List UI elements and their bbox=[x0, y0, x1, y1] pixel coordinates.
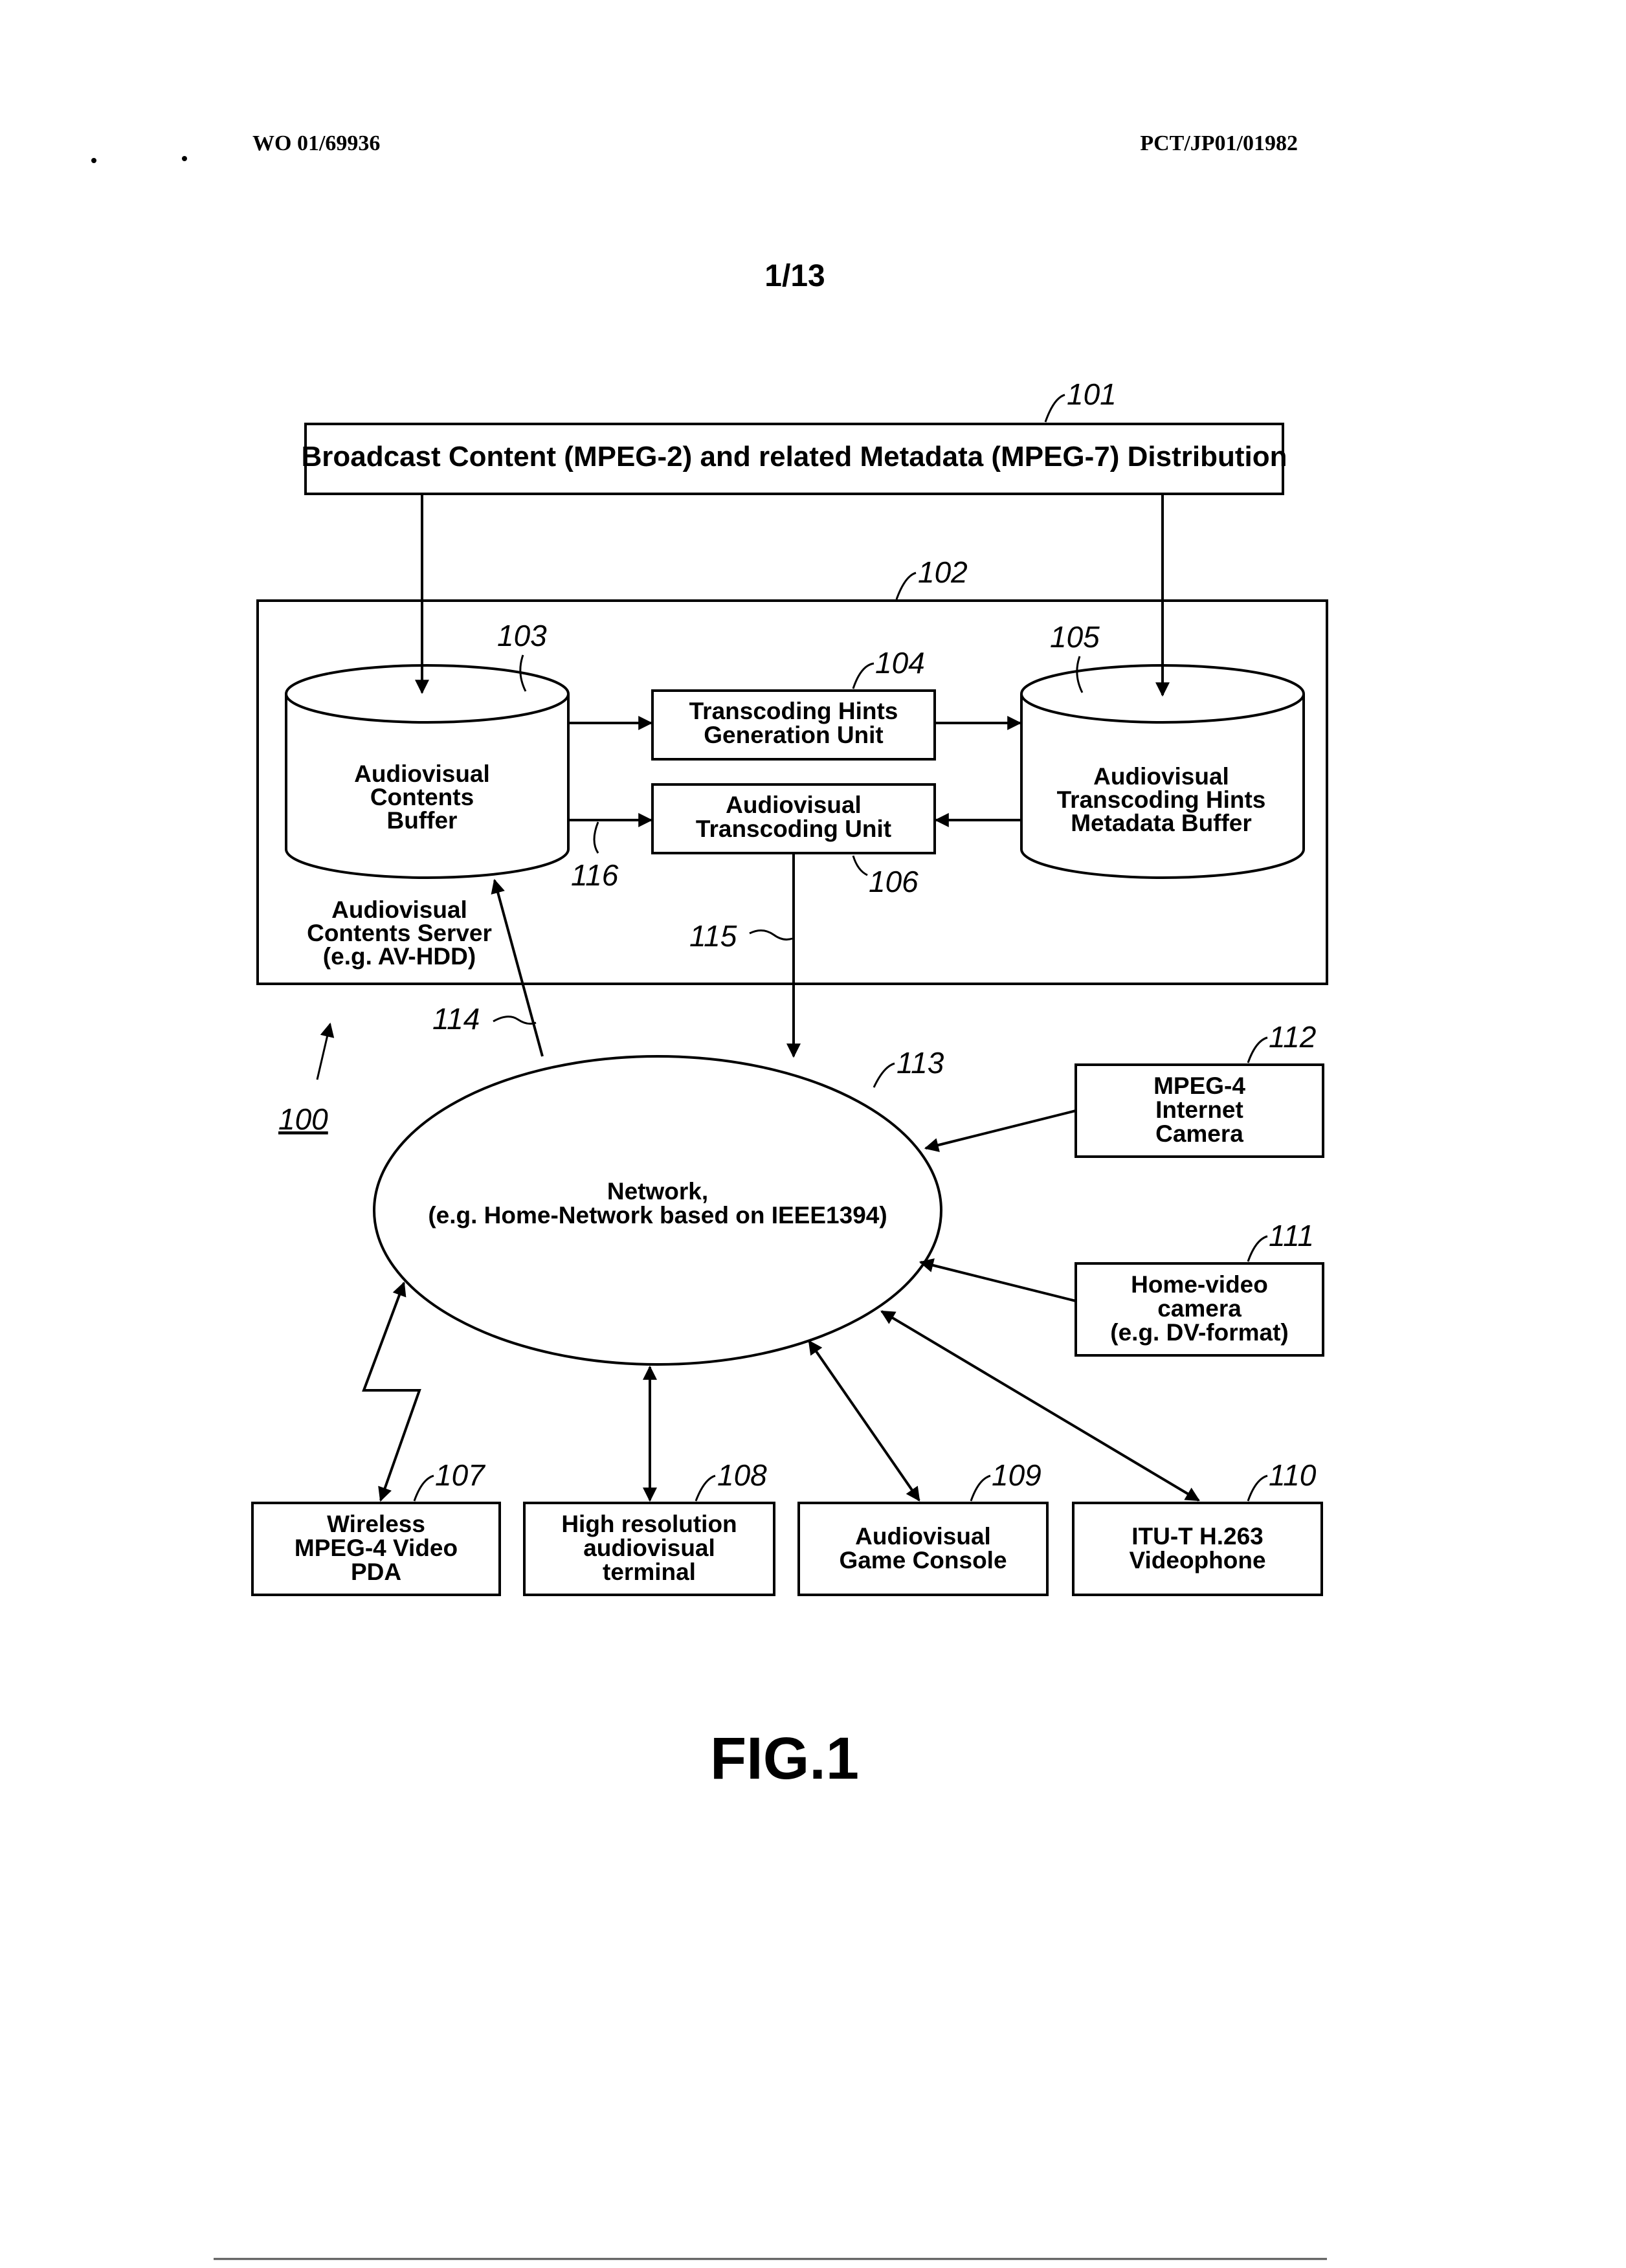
scan-speck bbox=[182, 156, 187, 161]
home-video-camera-label-2: camera bbox=[1157, 1295, 1242, 1322]
ref-leader-113 bbox=[874, 1063, 895, 1087]
hints-buffer-label-3: Metadata Buffer bbox=[1071, 810, 1252, 836]
ref-leader-107 bbox=[414, 1476, 434, 1501]
hires-terminal-label-2: audiovisual bbox=[583, 1535, 715, 1561]
videophone-label-1: ITU-T H.263 bbox=[1131, 1523, 1264, 1550]
server-label-3: (e.g. AV-HDD) bbox=[323, 943, 476, 970]
hints-buffer-label-2: Transcoding Hints bbox=[1057, 786, 1266, 813]
ref-104: 104 bbox=[875, 646, 925, 680]
transcoding-unit-label-2: Transcoding Unit bbox=[696, 816, 891, 842]
application-number: PCT/JP01/01982 bbox=[1140, 131, 1298, 155]
arrow-internet-camera-to-network bbox=[926, 1111, 1076, 1148]
ref-leader-101 bbox=[1045, 395, 1065, 422]
ref-115: 115 bbox=[689, 919, 737, 953]
network-label-1: Network, bbox=[607, 1178, 708, 1205]
home-video-camera-label-1: Home-video bbox=[1131, 1271, 1268, 1298]
ref-arrow-100 bbox=[317, 1024, 330, 1080]
ref-leader-111 bbox=[1248, 1236, 1267, 1262]
videophone-label-2: Videophone bbox=[1129, 1547, 1265, 1573]
ref-leader-106 bbox=[853, 856, 867, 875]
scan-speck bbox=[91, 158, 96, 163]
network-label-2: (e.g. Home-Network based on IEEE1394) bbox=[428, 1202, 887, 1228]
ref-leader-102 bbox=[897, 573, 916, 599]
ref-leader-105 bbox=[1077, 656, 1082, 693]
ref-116: 116 bbox=[571, 858, 619, 892]
ref-111: 111 bbox=[1269, 1219, 1314, 1252]
ref-100: 100 bbox=[278, 1102, 328, 1136]
ref-101: 101 bbox=[1067, 377, 1117, 411]
game-console-label-2: Game Console bbox=[839, 1547, 1007, 1573]
server-label-2: Contents Server bbox=[307, 920, 492, 946]
ref-leader-110 bbox=[1248, 1476, 1267, 1501]
ref-110: 110 bbox=[1269, 1458, 1317, 1492]
ref-105: 105 bbox=[1050, 620, 1100, 654]
ref-leader-112 bbox=[1248, 1038, 1267, 1063]
internet-camera-label-2: Internet bbox=[1155, 1096, 1243, 1123]
ref-103: 103 bbox=[497, 619, 547, 652]
wireless-link-pda-network bbox=[364, 1283, 419, 1500]
pda-label-1: Wireless bbox=[327, 1511, 425, 1537]
ref-114: 114 bbox=[432, 1002, 480, 1036]
pda-label-2: MPEG-4 Video bbox=[295, 1535, 458, 1561]
internet-camera-label-3: Camera bbox=[1155, 1120, 1243, 1147]
ref-112: 112 bbox=[1269, 1020, 1316, 1054]
distribution-label: Broadcast Content (MPEG-2) and related M… bbox=[301, 441, 1287, 472]
ref-leader-116 bbox=[594, 822, 598, 853]
ref-109: 109 bbox=[992, 1458, 1041, 1492]
ref-leader-108 bbox=[696, 1476, 715, 1501]
ref-leader-104 bbox=[853, 663, 874, 689]
hires-terminal-label-1: High resolution bbox=[561, 1511, 737, 1537]
link-game-console-network bbox=[809, 1341, 919, 1500]
contents-buffer-label-3: Buffer bbox=[387, 807, 458, 834]
ref-107: 107 bbox=[435, 1458, 485, 1492]
hints-generation-label-1: Transcoding Hints bbox=[689, 698, 898, 724]
pda-label-3: PDA bbox=[351, 1559, 401, 1585]
ref-leader-115 bbox=[750, 930, 792, 939]
home-video-camera-label-3: (e.g. DV-format) bbox=[1110, 1319, 1288, 1346]
server-label-1: Audiovisual bbox=[331, 896, 467, 923]
contents-buffer-cylinder-top bbox=[286, 665, 568, 722]
hints-buffer-label-1: Audiovisual bbox=[1093, 763, 1229, 790]
internet-camera-label-1: MPEG-4 bbox=[1153, 1073, 1245, 1099]
contents-buffer-label-2: Contents bbox=[370, 784, 474, 810]
ref-108: 108 bbox=[717, 1458, 767, 1492]
ref-leader-114 bbox=[493, 1017, 536, 1024]
figure-caption: FIG.1 bbox=[710, 1726, 859, 1792]
arrow-network-to-contents-buffer bbox=[495, 880, 542, 1056]
transcoding-unit-label-1: Audiovisual bbox=[726, 792, 862, 818]
hints-generation-label-2: Generation Unit bbox=[704, 722, 884, 748]
game-console-label-1: Audiovisual bbox=[855, 1523, 991, 1550]
ref-106: 106 bbox=[869, 865, 919, 898]
ref-102: 102 bbox=[918, 555, 968, 589]
ref-113: 113 bbox=[897, 1046, 944, 1080]
hires-terminal-label-3: terminal bbox=[603, 1559, 696, 1585]
arrow-home-video-camera-to-network bbox=[920, 1262, 1076, 1301]
ref-leader-109 bbox=[971, 1476, 990, 1501]
contents-buffer-label-1: Audiovisual bbox=[354, 761, 490, 787]
publication-number: WO 01/69936 bbox=[252, 131, 380, 155]
sheet-number: 1/13 bbox=[764, 259, 825, 293]
